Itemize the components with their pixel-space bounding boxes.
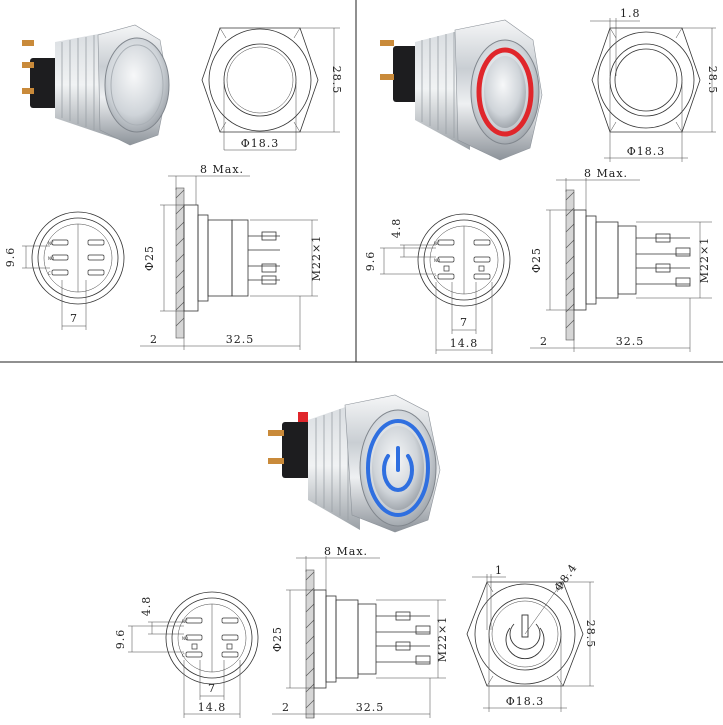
front-view-power: 1 Φ8.4 28.5 Φ18.3 bbox=[466, 561, 597, 712]
dim-front-dia-power: Φ18.3 bbox=[506, 695, 545, 708]
dim-thread: M22×1 bbox=[310, 235, 323, 281]
dim-panel-max-power: 8 Max. bbox=[324, 545, 368, 558]
rear-view-ring: NC NO C 4.8 9.6 7 14.8 bbox=[364, 213, 511, 354]
dim-panel-max: 8 Max. bbox=[200, 163, 244, 176]
svg-text:NO: NO bbox=[48, 256, 54, 261]
led-ring-red bbox=[476, 47, 534, 137]
dim-flange-power: 2 bbox=[282, 701, 290, 714]
dim-length-power: 32.5 bbox=[356, 701, 385, 714]
dim-hex-height: 28.5 bbox=[330, 66, 343, 95]
dim-pin-pitch-h-ring: 7 bbox=[460, 316, 468, 329]
front-view-flat: 28.5 Φ18.3 bbox=[201, 27, 343, 151]
dim-pin-pitch-v-ring: 9.6 bbox=[364, 251, 377, 272]
dim-hex-height-power: 28.5 bbox=[584, 620, 597, 649]
dim-thread-power: M22×1 bbox=[436, 616, 449, 662]
panel-flat: 28.5 Φ18.3 NC NO C 9.6 bbox=[4, 24, 343, 350]
panel-ring: 1.8 28.5 Φ18.3 NC NO C bbox=[364, 7, 719, 354]
dim-pin-pitch-v-power: 9.6 bbox=[114, 629, 127, 650]
led-ring-blue bbox=[366, 419, 430, 517]
product-photo-power bbox=[268, 394, 441, 533]
dim-thread-ring: M22×1 bbox=[698, 237, 711, 283]
svg-text:C: C bbox=[48, 271, 51, 276]
dim-pin-pitch-h-power: 7 bbox=[208, 682, 216, 695]
product-photo-flat bbox=[22, 24, 170, 146]
power-symbol-icon bbox=[382, 446, 414, 492]
dim-front-dia-ring: Φ18.3 bbox=[627, 145, 666, 158]
dim-pin-span-ring: 14.8 bbox=[450, 337, 479, 350]
side-view-power: 8 Max. Φ25 M22×1 2 32.5 bbox=[271, 545, 449, 719]
svg-text:C: C bbox=[182, 653, 185, 658]
side-view-ring: 8 Max. Φ25 M22×1 2 32.5 bbox=[530, 167, 712, 352]
dim-ring-width: 1.8 bbox=[620, 7, 641, 20]
side-view-flat: 8 Max. Φ25 M22×1 2 32.5 bbox=[140, 163, 323, 350]
dim-flange: 2 bbox=[150, 333, 158, 346]
power-symbol-drawing bbox=[505, 614, 545, 660]
dim-length: 32.5 bbox=[226, 333, 255, 346]
dim-panel-max-ring: 8 Max. bbox=[584, 167, 628, 180]
panel-power: NC NO C 4.8 9.6 7 14.8 bbox=[114, 394, 597, 719]
dim-front-dia: Φ18.3 bbox=[241, 137, 280, 150]
svg-text:NO: NO bbox=[434, 258, 440, 263]
front-view-ring: 1.8 28.5 Φ18.3 bbox=[590, 7, 719, 162]
svg-text:NO: NO bbox=[182, 636, 188, 641]
rear-view-flat: NC NO C 9.6 7 bbox=[4, 211, 125, 330]
dim-pin-pitch-h: 7 bbox=[70, 312, 78, 325]
svg-text:NC: NC bbox=[434, 241, 440, 246]
svg-text:C: C bbox=[434, 275, 437, 280]
dim-length-ring: 32.5 bbox=[616, 335, 645, 348]
dim-hex-height-ring: 28.5 bbox=[706, 66, 719, 95]
svg-text:NC: NC bbox=[182, 619, 188, 624]
product-photo-ring bbox=[380, 19, 543, 161]
rear-view-power: NC NO C 4.8 9.6 7 14.8 bbox=[114, 591, 259, 718]
dim-pin-pitch-a-power: 4.8 bbox=[140, 596, 153, 617]
dim-pin-span-power: 14.8 bbox=[198, 701, 227, 714]
dim-ring-width-power: 1 bbox=[495, 564, 503, 577]
dim-body-dia: Φ25 bbox=[143, 245, 156, 271]
dim-body-dia-power: Φ25 bbox=[271, 626, 284, 652]
dim-flange-ring: 2 bbox=[540, 335, 548, 348]
dim-pin-pitch-a: 4.8 bbox=[390, 218, 403, 239]
svg-text:NC: NC bbox=[48, 241, 54, 246]
dim-pin-pitch-v: 9.6 bbox=[4, 247, 17, 268]
dim-body-dia-ring: Φ25 bbox=[530, 247, 543, 273]
